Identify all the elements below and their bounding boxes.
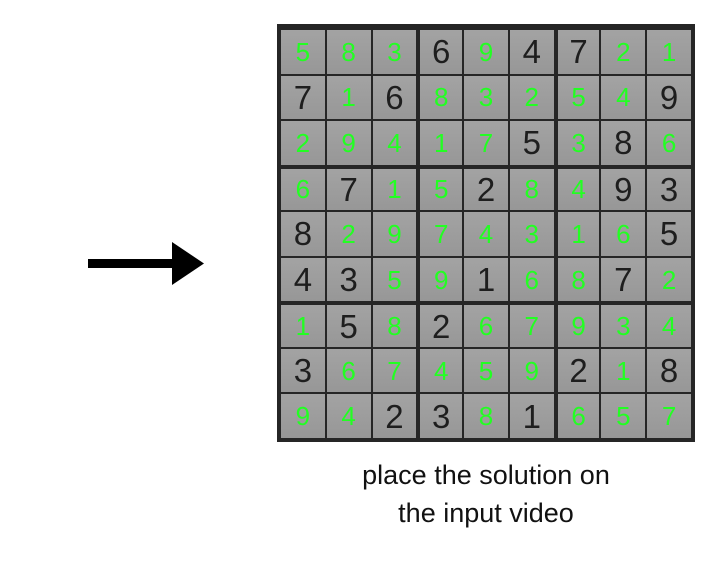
solved-digit-cell: 4 bbox=[601, 75, 646, 120]
given-digit-cell: 3 bbox=[647, 168, 691, 211]
solved-digit-cell: 5 bbox=[557, 75, 600, 120]
solved-digit-cell: 7 bbox=[372, 348, 417, 393]
solved-digit-cell: 7 bbox=[464, 121, 508, 165]
solved-digit-cell: 2 bbox=[647, 257, 691, 302]
solved-digit-cell: 2 bbox=[601, 30, 646, 74]
given-digit-cell: 5 bbox=[647, 212, 691, 256]
solved-digit-cell: 7 bbox=[647, 394, 691, 438]
given-digit-cell: 4 bbox=[281, 257, 325, 302]
solved-digit-cell: 5 bbox=[601, 394, 646, 438]
solved-digit-cell: 9 bbox=[509, 348, 554, 393]
solved-digit-cell: 2 bbox=[281, 121, 325, 165]
given-digit-cell: 4 bbox=[509, 30, 554, 74]
solved-digit-cell: 8 bbox=[464, 394, 508, 438]
solved-digit-cell: 1 bbox=[281, 305, 325, 347]
solved-digit-cell: 3 bbox=[601, 305, 646, 347]
solved-digit-cell: 3 bbox=[464, 75, 508, 120]
solved-digit-cell: 4 bbox=[647, 305, 691, 347]
solved-digit-cell: 1 bbox=[372, 168, 417, 211]
solved-digit-cell: 5 bbox=[420, 168, 463, 211]
solved-digit-cell: 4 bbox=[464, 212, 508, 256]
given-digit-cell: 8 bbox=[281, 212, 325, 256]
given-digit-cell: 8 bbox=[647, 348, 691, 393]
caption: place the solution on the input video bbox=[277, 456, 695, 532]
solved-digit-cell: 3 bbox=[557, 121, 600, 165]
given-digit-cell: 1 bbox=[464, 257, 508, 302]
solved-digit-cell: 9 bbox=[420, 257, 463, 302]
given-digit-cell: 2 bbox=[420, 305, 463, 347]
solved-digit-cell: 2 bbox=[509, 75, 554, 120]
given-digit-cell: 2 bbox=[372, 394, 417, 438]
given-digit-cell: 7 bbox=[326, 168, 371, 211]
solved-digit-cell: 4 bbox=[557, 168, 600, 211]
solved-digit-cell: 5 bbox=[281, 30, 325, 74]
solved-digit-cell: 6 bbox=[601, 212, 646, 256]
solved-digit-cell: 6 bbox=[647, 121, 691, 165]
given-digit-cell: 9 bbox=[601, 168, 646, 211]
solved-digit-cell: 6 bbox=[509, 257, 554, 302]
given-digit-cell: 2 bbox=[557, 348, 600, 393]
solved-digit-cell: 7 bbox=[509, 305, 554, 347]
solved-digit-cell: 4 bbox=[372, 121, 417, 165]
solved-digit-cell: 6 bbox=[557, 394, 600, 438]
given-digit-cell: 9 bbox=[647, 75, 691, 120]
given-digit-cell: 1 bbox=[509, 394, 554, 438]
solved-digit-cell: 2 bbox=[326, 212, 371, 256]
solved-digit-cell: 1 bbox=[601, 348, 646, 393]
given-digit-cell: 7 bbox=[281, 75, 325, 120]
given-digit-cell: 5 bbox=[509, 121, 554, 165]
solved-digit-cell: 8 bbox=[372, 305, 417, 347]
given-digit-cell: 8 bbox=[601, 121, 646, 165]
solved-digit-cell: 7 bbox=[420, 212, 463, 256]
solved-digit-cell: 9 bbox=[557, 305, 600, 347]
solved-digit-cell: 5 bbox=[464, 348, 508, 393]
solved-digit-cell: 1 bbox=[647, 30, 691, 74]
solved-digit-cell: 8 bbox=[326, 30, 371, 74]
solved-digit-cell: 8 bbox=[557, 257, 600, 302]
given-digit-cell: 3 bbox=[281, 348, 325, 393]
solved-digit-cell: 4 bbox=[326, 394, 371, 438]
solved-digit-cell: 1 bbox=[557, 212, 600, 256]
right-arrow-icon bbox=[88, 242, 204, 285]
solved-digit-cell: 9 bbox=[326, 121, 371, 165]
solved-digit-cell: 1 bbox=[326, 75, 371, 120]
solved-digit-cell: 6 bbox=[326, 348, 371, 393]
solved-digit-cell: 1 bbox=[420, 121, 463, 165]
solved-digit-cell: 5 bbox=[372, 257, 417, 302]
solved-digit-cell: 3 bbox=[372, 30, 417, 74]
given-digit-cell: 5 bbox=[326, 305, 371, 347]
caption-line-1: place the solution on bbox=[362, 460, 610, 490]
solved-digit-cell: 4 bbox=[420, 348, 463, 393]
solved-digit-cell: 6 bbox=[281, 168, 325, 211]
solved-digit-cell: 6 bbox=[464, 305, 508, 347]
solved-digit-cell: 8 bbox=[420, 75, 463, 120]
solved-digit-cell: 3 bbox=[509, 212, 554, 256]
given-digit-cell: 3 bbox=[420, 394, 463, 438]
given-digit-cell: 2 bbox=[464, 168, 508, 211]
given-digit-cell: 7 bbox=[601, 257, 646, 302]
given-digit-cell: 3 bbox=[326, 257, 371, 302]
solved-digit-cell: 9 bbox=[464, 30, 508, 74]
given-digit-cell: 7 bbox=[557, 30, 600, 74]
solved-digit-cell: 8 bbox=[509, 168, 554, 211]
caption-line-2: the input video bbox=[398, 498, 574, 528]
given-digit-cell: 6 bbox=[420, 30, 463, 74]
given-digit-cell: 6 bbox=[372, 75, 417, 120]
solved-digit-cell: 9 bbox=[281, 394, 325, 438]
solved-digit-cell: 9 bbox=[372, 212, 417, 256]
